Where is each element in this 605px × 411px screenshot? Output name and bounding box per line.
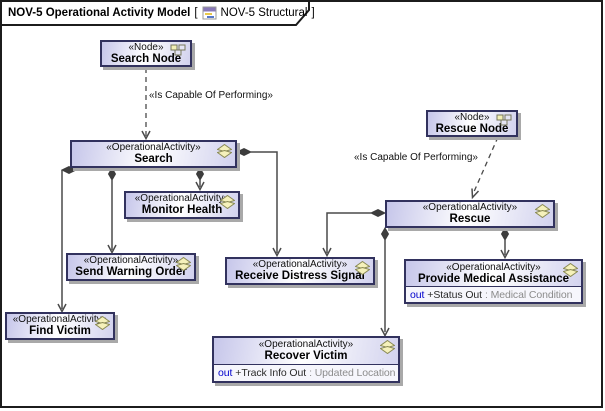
performs-dependency-rescue-node-to-rescue[interactable] [471,136,499,200]
chevron-down-glyph [354,266,371,276]
chevron-down-glyph [219,200,236,210]
open-arrowhead [500,249,510,260]
diagram-title-text: NOV-5 Operational Activity Model [8,7,191,19]
attribute-row: out +Status Out : Medical Condition [406,286,581,302]
activity-icon [216,143,233,159]
diagram-ref-name[interactable]: NOV-5 Structural [220,7,308,19]
stereotype-label: «OperationalActivity» [106,142,201,153]
activity-box-send-warning-order[interactable]: «OperationalActivity» Send Warning Order [66,253,196,281]
activity-box-rescue[interactable]: «OperationalActivity» Rescue [385,200,555,228]
composition-rescue-to-provide-medical-assistance[interactable] [500,227,510,260]
element-name: Receive Distress Signal [235,270,365,282]
activity-icon [562,262,579,278]
activity-box-find-victim[interactable]: «OperationalActivity» Find Victim [5,312,115,340]
stereotype-label: «Node» [128,41,164,53]
stereotype-label: «OperationalActivity» [258,339,354,350]
composition-search-to-send-warning-order[interactable] [107,167,117,255]
composition-search-to-find-victim[interactable] [57,165,78,314]
activity-icon [175,256,192,272]
open-arrowhead [195,181,205,192]
chevron-down-glyph [94,321,111,331]
node-icon [170,44,187,56]
activity-icon [219,194,236,210]
activity-box-receive-distress-signal[interactable]: «OperationalActivity» Receive Distress S… [225,257,375,285]
chevron-down-glyph [379,345,396,355]
stereotype-label: «OperationalActivity» [83,255,179,266]
activity-box-search[interactable]: «OperationalActivity» Search [70,140,237,168]
node-box-rescue-node[interactable]: «Node» Rescue Node [426,110,518,137]
element-name: Rescue Node [435,122,509,135]
attribute-direction: out [410,288,425,301]
composition-rescue-to-recover-victim[interactable] [380,227,390,338]
diagram-frame-header [0,0,310,26]
activity-box-provide-medical-assistance[interactable]: «OperationalActivity» Provide Medical As… [404,259,583,304]
diamond-arrowhead [60,165,78,175]
element-name: Recover Victim [264,350,348,362]
element-name: Rescue [449,213,491,225]
diagram-title: NOV-5 Operational Activity Model [ NOV-5… [8,4,315,22]
connector-segment [472,136,499,195]
attribute-name: +Track Info Out [235,367,307,379]
dependency-label-is-capable-of-performing-search[interactable]: «Is Capable Of Performing» [149,90,273,101]
nov5-diagram-icon [202,6,217,20]
activity-box-monitor-health[interactable]: «OperationalActivity» Monitor Health [124,191,240,219]
open-arrowhead [107,244,117,255]
open-arrowhead [380,327,390,338]
dependency-label-is-capable-of-performing-rescue[interactable]: «Is Capable Of Performing» [354,152,478,163]
activity-icon [534,203,551,219]
open-arrowhead [141,130,151,141]
element-name: Search Node [110,52,182,65]
stereotype-label: «OperationalActivity» [446,261,541,273]
frame-header-shape [0,0,310,26]
element-name: Find Victim [29,325,91,337]
activity-icon [379,339,396,355]
performs-dependency-search-node-to-search[interactable] [141,68,151,141]
open-arrowhead [471,188,480,200]
composition-rescue-to-receive-distress-signal[interactable] [322,208,387,258]
composition-search-to-monitor-health[interactable] [195,167,205,192]
name-compartment: «OperationalActivity» Provide Medical As… [406,261,581,286]
stereotype-label: «OperationalActivity» [422,202,518,213]
node-icon [496,114,513,126]
element-name: Send Warning Order [75,266,187,278]
element-name: Search [134,153,173,165]
chevron-down-glyph [175,262,192,272]
activity-icon [94,315,111,331]
open-arrowhead [322,247,332,258]
attribute-row: out +Track Info Out : Updated Location [214,364,398,381]
activity-icon [354,260,371,276]
attribute-type: : Updated Location [309,367,396,379]
stereotype-label: «Node» [454,111,490,123]
element-name: Provide Medical Assistance [417,272,570,285]
stereotype-label: «OperationalActivity» [252,259,348,270]
open-arrowhead [272,247,282,258]
attribute-direction: out [218,367,233,379]
activity-box-recover-victim[interactable]: «OperationalActivity» Recover Victim out… [212,336,400,383]
name-compartment: «OperationalActivity» Recover Victim [214,338,398,364]
chevron-down-glyph [562,268,579,278]
attribute-type: : Medical Condition [484,288,573,301]
connector-segment [326,212,371,253]
attribute-name: +Status Out [427,288,482,301]
bracket-open: [ [194,7,198,19]
connector-segment [251,151,278,253]
chevron-down-glyph [216,149,233,159]
stereotype-label: «OperationalActivity» [12,314,108,325]
node-box-search-node[interactable]: «Node» Search Node [100,40,192,67]
bracket-close: ] [311,7,315,19]
element-name: Monitor Health [141,204,223,216]
stereotype-label: «OperationalActivity» [134,193,230,204]
open-arrowhead [57,303,67,314]
chevron-down-glyph [534,209,551,219]
composition-search-to-receive-distress-signal[interactable] [235,147,282,258]
